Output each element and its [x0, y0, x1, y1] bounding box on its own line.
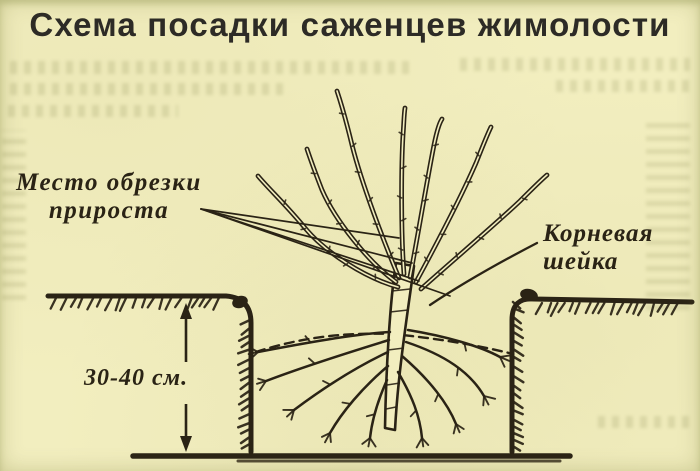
root-collar-pointer-line	[428, 241, 539, 307]
pruning-pointer-lines	[200, 208, 451, 297]
depth-label: 30-40 см.	[84, 365, 189, 391]
pruning-label: Место обрезки прироста	[2, 169, 216, 225]
root-collar-label: Корневая шейка	[543, 220, 653, 276]
root-collar-label-line1: Корневая	[543, 220, 654, 247]
pruning-label-line1: Место обрезки	[16, 169, 202, 196]
root-collar-label-line2: шейка	[543, 248, 619, 275]
trunk-bark-rings	[385, 288, 411, 410]
arrow-down-icon	[180, 436, 192, 452]
trunk	[383, 261, 416, 432]
soil-corner-right	[520, 288, 538, 302]
soil-corner-left	[232, 295, 248, 309]
pruning-label-line2: прироста	[48, 197, 170, 224]
hatch-texture	[49, 112, 679, 452]
root-system	[256, 328, 502, 440]
page-title: Схема посадки саженцев жимолости	[29, 6, 671, 43]
